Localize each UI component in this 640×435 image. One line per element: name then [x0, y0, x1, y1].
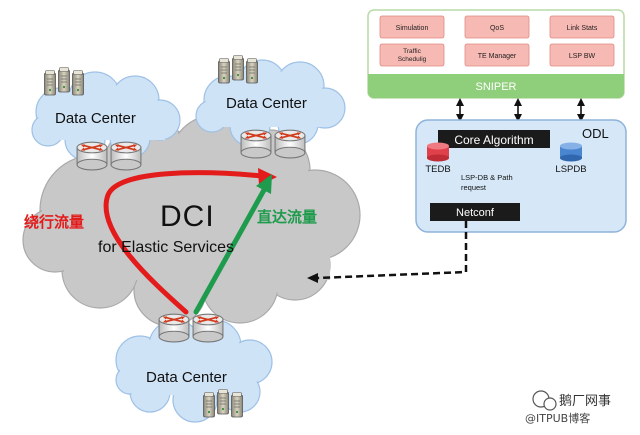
lspdb-label: LSPDB — [555, 164, 586, 175]
core-algorithm-box: Core Algorithm — [438, 130, 550, 148]
detour-flow-label: 绕行流量 — [24, 213, 84, 231]
netconf-control-arrowhead — [307, 273, 318, 283]
watermark-line1: 鹅厂网事 — [559, 393, 611, 409]
path-request-line2: request — [461, 183, 487, 192]
sniper-module-te-manager[interactable]: TE Manager — [464, 43, 530, 67]
sniper-module-link-stats[interactable]: Link Stats — [549, 15, 615, 39]
path-request-line1: LSP-DB & Path — [461, 173, 513, 182]
tedb-icon — [427, 142, 449, 162]
sniper-title: SNIPER — [476, 81, 517, 93]
data-center-label-bottom: Data Center — [146, 369, 227, 386]
sniper-module-label: TE Manager — [478, 53, 517, 60]
sniper-module-label: Simulation — [396, 25, 429, 32]
watermark-line2: @ITPUB博客 — [525, 411, 590, 425]
sniper-module-label: LSP BW — [569, 53, 596, 60]
data-center-label-left: Data Center — [55, 110, 136, 127]
netconf-label: Netconf — [456, 207, 495, 219]
core-algorithm-label: Core Algorithm — [454, 133, 533, 147]
netconf-control-connector — [317, 221, 468, 280]
tedb-label: TEDB — [425, 164, 450, 175]
data-center-cloud-left — [31, 71, 181, 161]
sniper-odl-connectors — [456, 98, 585, 122]
sniper-module-label: Link Stats — [567, 25, 598, 32]
server-rack-bottom — [203, 389, 243, 418]
sniper-module-label: QoS — [490, 25, 504, 32]
sniper-module-label: Traffic — [403, 48, 421, 55]
dci-title: DCI — [160, 200, 215, 233]
sniper-module-simulation[interactable]: Simulation — [379, 15, 445, 39]
detour-flow-arrow — [103, 170, 265, 315]
sniper-module-qos[interactable]: QoS — [464, 15, 530, 39]
odl-label: ODL — [582, 126, 609, 141]
sniper-module-lsp-bw[interactable]: LSP BW — [549, 43, 615, 67]
sniper-module-label: Schedulig — [398, 56, 427, 63]
direct-flow-arrowhead — [256, 174, 272, 194]
direct-flow-label: 直达流量 — [257, 208, 317, 226]
direct-flow-arrow — [193, 187, 267, 315]
watermark-icon — [532, 390, 557, 411]
server-rack-top — [218, 55, 258, 84]
dci-cloud — [22, 114, 361, 327]
data-center-label-top: Data Center — [226, 95, 307, 112]
dci-subtitle: for Elastic Services — [98, 239, 234, 256]
server-rack-left — [44, 67, 84, 96]
netconf-box: Netconf — [430, 203, 520, 221]
lspdb-icon — [560, 142, 582, 162]
